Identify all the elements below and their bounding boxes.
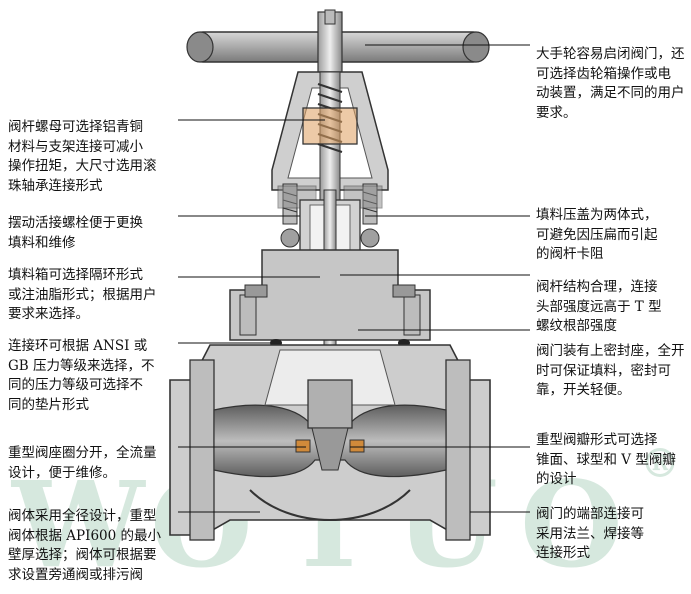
watermark-letter-w: W: [12, 455, 145, 594]
leader-lines: [178, 44, 530, 513]
note-connection-ring: 连接环可根据 ANSI 或 GB 压力等级来选择，不 同的压力等级可选择不 同的…: [8, 338, 155, 413]
note-stem-nut: 阀杆螺母可选择铝青铜 材料与支架连接可减小 操作扭矩，大尺寸选用滚 珠轴承连接形…: [8, 119, 157, 194]
bonnet: [229, 249, 431, 347]
watermark-letter-o2: O: [520, 455, 623, 594]
note-packing-box: 填料箱可选择隔环形式 或注油脂形式；根据用户 要求来选择。: [8, 267, 157, 322]
note-gland: 填料压盖为两体式， 可避免因压扁而引起 的阀杆卡阻: [536, 207, 658, 262]
note-valve-body: 阀体采用全径设计，重型 阀体根据 API600 的最小 壁厚选择；阀体可根据要 …: [8, 508, 162, 583]
stem-top: [317, 9, 343, 73]
note-seat-ring: 重型阀座圈分开，全流量 设计，便于维修。: [8, 445, 157, 481]
note-swing-bolt: 摆动活接螺栓便于更换 填料和维修: [8, 215, 143, 251]
note-stem-structure: 阀杆结构合理，连接 头部强度远高于 T 型 螺纹根部强度: [536, 279, 662, 334]
watermark-registered-mark: ®: [640, 440, 680, 487]
note-backseat: 阀门装有上密封座，全开 时可保证填料，密封可 靠，开关轻便。: [536, 343, 685, 398]
valve-body: [169, 344, 491, 541]
note-handwheel: 大手轮容易启闭阀门，还 可选择齿轮箱操作或电 动装置，满足不同的用户 要求。: [536, 46, 685, 121]
note-disc: 重型阀瓣形式可选择 锥面、球型和 V 型阀瓣 的设计: [536, 432, 676, 487]
note-end-connection: 阀门的端部连接可 采用法兰、焊接等 连接形式: [536, 506, 644, 561]
